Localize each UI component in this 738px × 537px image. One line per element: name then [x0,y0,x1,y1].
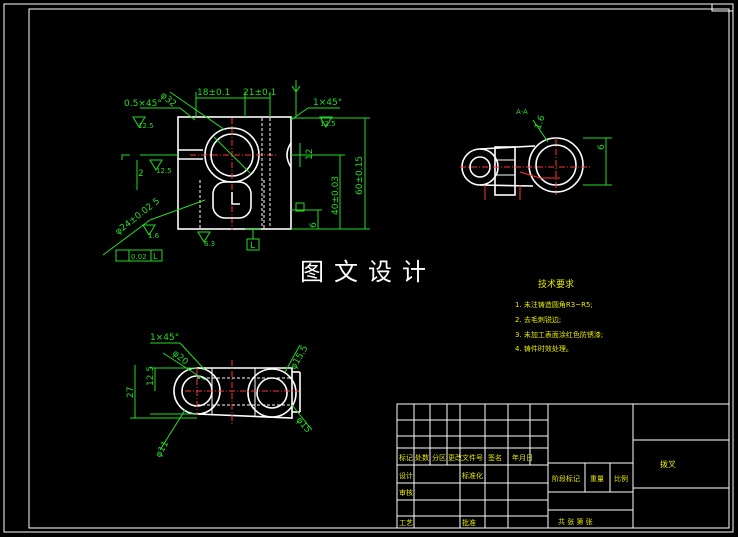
rough-left: 12.5 [156,167,172,175]
cell-change-doc: 更改文件号 [448,453,483,462]
cell-approve: 批准 [462,518,476,527]
top-dia-right: φ15.5 [289,344,311,372]
rough-top-right: 12.5 [320,120,336,128]
cell-standard: 标准化 [462,471,483,480]
top-dia-20: φ20 [170,349,190,368]
dim-chamfer-right: 1×45° [313,98,342,108]
corner-mark [711,3,734,12]
top-h27: 27 [126,387,136,398]
cell-zone: 分区 [432,453,446,462]
cell-weight: 重量 [590,475,604,483]
dim-40: 40±0.03 [331,176,341,215]
dim-chamfer-left: 0.5×45° [124,99,162,109]
rough-hole: 1.6 [148,232,160,240]
top-dia-bottom: φ11 [154,439,171,459]
section-label: A-A [516,108,528,116]
rough-bottom: 6.3 [204,240,215,248]
section-dim-6: 6 [597,144,607,150]
cell-sheets: 共 张 第 张 [558,517,593,526]
cell-stage: 阶段标记 [552,474,580,483]
front-outline [177,116,292,230]
cell-date: 年月日 [512,453,533,462]
top-chamfer: 1×45° [150,333,179,343]
watermark-text: 图文设计 [300,258,436,286]
datum-box: L [250,241,255,251]
top-h12: 12.5 [146,366,156,386]
gtol-value: 0.02 [131,253,147,261]
note-4: 4. 铸件时效处理。 [515,344,573,353]
sheet-border-outer [3,3,734,533]
part-name: 拨叉 [660,459,676,469]
cell-count: 处数 [415,453,429,462]
section-view: A-A 1.6 6 [460,108,612,200]
front-view: 0.5×45° φ32 18±0.1 21±0.1 1×45° 12.5 12.… [102,80,370,262]
top-dia-15: φ15 [294,416,313,436]
section-rough: 1.6 [533,114,547,131]
front-lower-slot [212,181,252,219]
technical-notes: 技术要求 1. 未注铸造圆角R3~R5; 2. 去毛刺锐边; 3. 未加工表面涂… [515,278,603,353]
sheet-border-inner [28,8,730,529]
cell-sign: 签名 [488,453,502,462]
gtol-datum: L [153,252,158,261]
dim-h-tol: 21±0.1 [243,88,276,98]
note-3: 3. 未加工表面涂红色防锈漆; [515,330,603,339]
dim-slot: 12 [305,149,315,160]
cell-scale: 比例 [614,474,628,483]
cell-review: 审核 [399,488,413,497]
notes-title: 技术要求 [538,278,574,290]
dim-width-tol: 18±0.1 [197,88,230,98]
note-1: 1. 未注铸造圆角R3~R5; [515,300,593,309]
note-2: 2. 去毛刺锐边; [515,315,561,324]
cell-mark: 标记 [399,453,413,462]
title-block: 标记 处数 分区 更改文件号 签名 年月日 设计 标准化 审核 工艺 批准 阶段… [396,403,730,529]
cell-design: 设计 [399,471,413,480]
rough-top-left: 12.5 [138,122,154,130]
dim-6: 6 [309,222,319,228]
mark-2: 2 [138,169,144,179]
dim-60: 60±0.15 [355,156,365,195]
cell-process: 工艺 [399,519,413,527]
top-view: 1×45° φ20 12.5 27 φ15.5 φ15 φ11 [126,333,313,460]
